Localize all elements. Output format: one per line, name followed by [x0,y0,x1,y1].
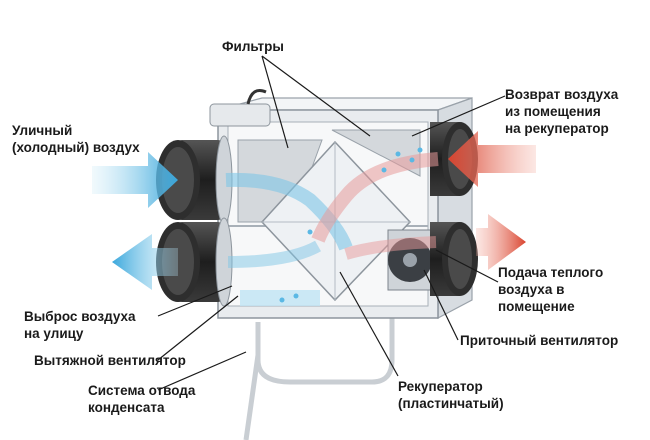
leader-lines [157,55,506,391]
flow-exhaust-internal [227,240,321,268]
label-exhaust-out: Выброс воздуха на улицу [24,309,136,341]
flow-supply-internal [344,236,437,260]
flow-warm-internal [311,152,439,243]
arrow-supply-out [476,214,526,270]
label-exhaust-fan: Вытяжной вентилятор [34,353,186,368]
condensate-pipe [243,300,395,440]
label-warm-supply: Подача теплого воздуха в помещение [498,265,604,314]
arrow-outdoor-in [92,152,178,208]
label-recuperator: Рекуператор (пластинчатый) [398,379,504,411]
condensate-tray [240,290,320,306]
flow-cold-internal [225,172,353,251]
label-filters: Фильтры [222,39,284,54]
duct-right-bottom [430,222,478,296]
arrow-exhaust-out [112,234,178,290]
label-return-air: Возврат воздуха из помещения на рекупера… [505,87,619,136]
condensate-droplets [279,147,423,303]
control-box [209,89,271,127]
label-supply-fan: Приточный вентилятор [460,333,619,348]
label-outdoor-air: Уличный (холодный) воздух [12,123,140,155]
label-condensate: Система отвода конденсата [88,383,196,415]
arrow-return-in [448,131,536,187]
